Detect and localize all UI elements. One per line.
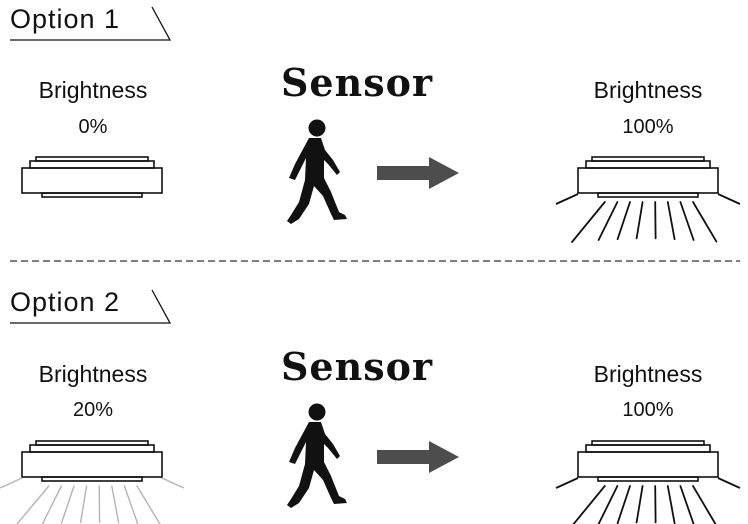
light-ray [597, 485, 619, 524]
option-2-right-brightness-value: 100% [622, 399, 674, 421]
light-rays-100 [555, 477, 741, 524]
light-ray [161, 477, 185, 489]
light-ray [666, 201, 676, 241]
light-ray [717, 477, 741, 489]
option-1-sensor-label: Sensor [280, 60, 433, 105]
light-ray [79, 485, 88, 524]
light-ray [136, 485, 161, 524]
light-ray [635, 485, 644, 524]
light-ray [635, 201, 644, 240]
light-ray [666, 485, 676, 524]
light-ray [616, 201, 631, 241]
light-ray [717, 193, 741, 205]
right-arrow-icon [377, 441, 459, 473]
option-2-sensor-label: Sensor [280, 344, 433, 389]
option-1-right-brightness-label: Brightness [593, 77, 703, 103]
option-2-title-underline [10, 289, 172, 324]
ceiling-light-icon [21, 156, 163, 198]
light-ray [41, 485, 63, 524]
option-1-left-brightness-value: 0% [78, 116, 108, 138]
light-rays-20 [0, 477, 185, 524]
ceiling-light-icon [577, 156, 719, 198]
walking-person-icon [287, 403, 347, 508]
light-ray [597, 201, 619, 241]
light-ray [16, 485, 50, 524]
option-1-left-brightness-label: Brightness [38, 77, 148, 103]
light-ray [679, 201, 695, 241]
option-2-title: Option 2 [10, 287, 121, 317]
option-1-right-brightness-value: 100% [622, 116, 674, 138]
light-ray [692, 201, 718, 243]
walking-person-icon [287, 119, 347, 224]
light-ray [123, 485, 139, 524]
light-rays-100 [555, 193, 741, 243]
light-ray [679, 485, 695, 524]
light-ray [60, 485, 75, 524]
option-1-title: Option 1 [10, 4, 121, 34]
light-ray [0, 477, 23, 489]
light-ray [572, 485, 606, 524]
option-2-left-brightness-value: 20% [72, 399, 114, 421]
light-ray [616, 485, 631, 524]
ceiling-light-icon [577, 440, 719, 482]
light-ray [555, 193, 579, 205]
right-arrow-icon [377, 157, 459, 189]
ceiling-light-icon [21, 440, 163, 482]
option-2-right-brightness-label: Brightness [593, 361, 703, 387]
option-1-title-underline [10, 6, 172, 41]
light-ray [555, 477, 579, 489]
light-ray [571, 201, 606, 243]
option-2-left-brightness-label: Brightness [38, 361, 148, 387]
light-ray [692, 485, 717, 524]
light-ray [111, 485, 120, 524]
